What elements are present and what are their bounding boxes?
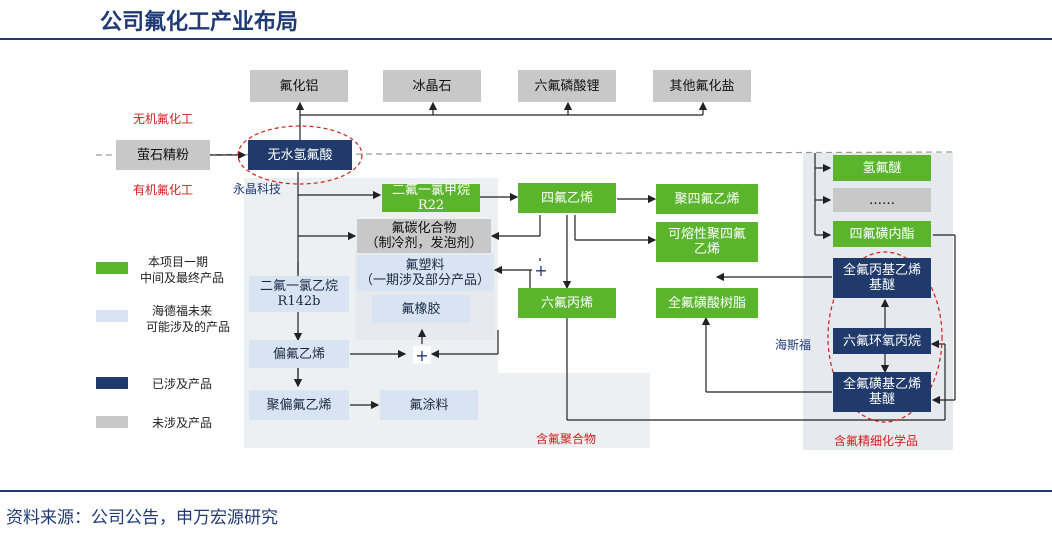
node-fluorocarbon: 氟碳化合物（制冷剂，发泡剂） [357,219,491,253]
node-rubber: 氟橡胶 [372,295,470,323]
node-ahf: 无水氢氟酸 [248,140,352,170]
source-note: 资料来源：公司公告，申万宏源研究 [6,508,278,528]
node-other-fluoride-salts: 其他氟化盐 [653,70,751,102]
node-pfa: 可熔性聚四氟乙烯 [656,222,758,262]
node-hfp: 六氟丙烯 [518,288,616,318]
node-ellipsis: …… [833,188,931,212]
node-psve: 全氟磺基乙烯基醚 [833,372,931,412]
node-fluorite: 萤石精粉 [116,140,210,170]
label-inorganic: 无机氟化工 [133,112,194,126]
node-coating: 氟涂料 [380,390,478,420]
label-yongjing: 永晶科技 [233,182,282,196]
page-title: 公司氟化工产业布局 [100,10,299,35]
plus-node-lower: + [413,346,431,365]
label-fluoropolymer: 含氟聚合物 [536,432,597,446]
legend-label-green-1: 本项目一期 [148,255,209,269]
legend-swatch-navy [96,377,128,389]
label-organic: 有机氟化工 [133,183,194,197]
label-hysf: 海斯福 [775,338,812,352]
node-pppve: 全氟丙基乙烯基醚 [833,258,931,298]
title-divider [0,38,1052,40]
legend-label-navy: 已涉及产品 [152,377,213,391]
node-plastics: 氟塑料（一期涉及部分产品） [357,255,493,291]
plus-node-upper: + [532,261,550,280]
node-ptfe: 聚四氟乙烯 [656,184,758,214]
node-sultone: 四氟磺内酯 [833,221,931,247]
legend-swatch-gray [96,416,128,428]
footer-divider [0,490,1052,492]
legend-label-lightblue-2: 可能涉及的产品 [146,320,231,334]
node-hfpo: 六氟环氧丙烷 [833,328,931,354]
node-pvdf: 聚偏氟乙烯 [249,390,349,420]
label-fine-chem: 含氟精细化学品 [834,434,919,448]
node-pfsa: 全氟磺酸树脂 [656,288,758,318]
legend-label-gray: 未涉及产品 [152,416,213,430]
legend-label-lightblue-1: 海德福未来 [152,304,213,318]
node-tfe: 四氟乙烯 [518,183,616,213]
node-cryolite: 冰晶石 [383,70,481,102]
legend-swatch-green [96,262,128,274]
node-hfe: 氢氟醚 [833,155,931,181]
node-aluminum-fluoride: 氟化铝 [250,70,348,102]
legend-label-green-2: 中间及最终产品 [140,271,225,285]
node-vdf: 偏氟乙烯 [249,340,349,368]
node-lipf6: 六氟磷酸锂 [518,70,616,102]
legend-swatch-lightblue [96,310,128,322]
